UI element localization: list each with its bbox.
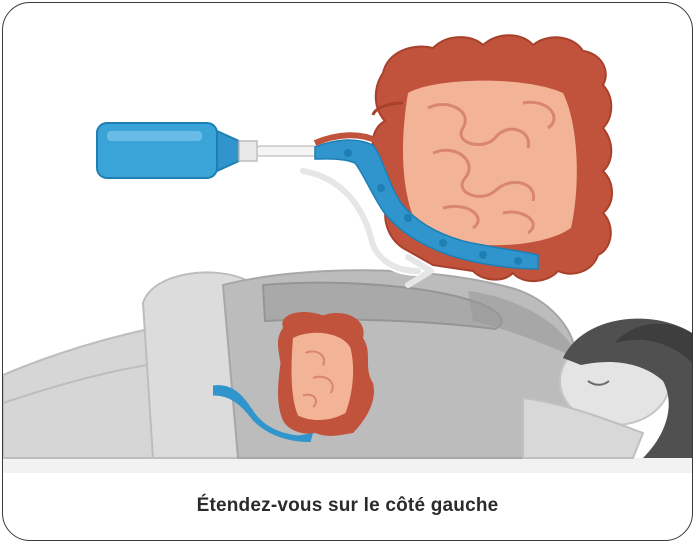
caption: Étendez-vous sur le côté gauche (3, 495, 692, 517)
enema-bottle-icon (97, 123, 317, 178)
illustration-scene (3, 3, 692, 473)
floor (3, 458, 692, 473)
large-intestine-icon (315, 35, 612, 281)
